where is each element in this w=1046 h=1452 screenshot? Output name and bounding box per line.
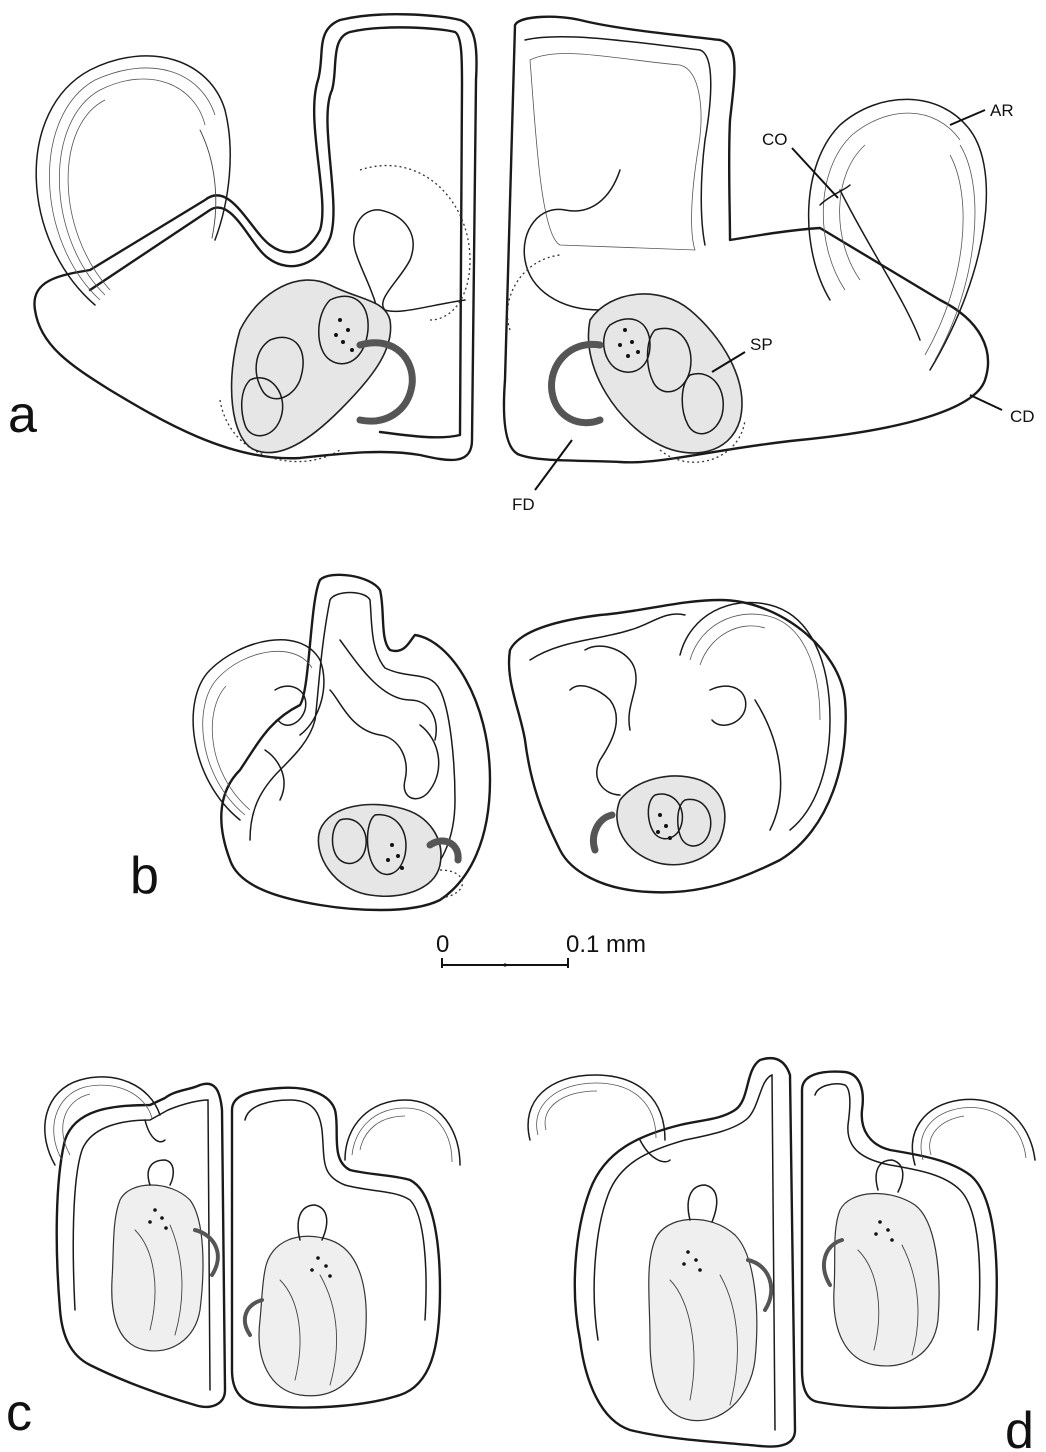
panel-label-d: d bbox=[1005, 1402, 1034, 1452]
scale-start-label: 0 bbox=[436, 931, 449, 958]
panel-c-right-atrium bbox=[345, 1100, 460, 1165]
panel-a-drawing bbox=[34, 14, 988, 462]
panel-d-drawing bbox=[528, 1058, 1035, 1446]
label-ar: AR bbox=[990, 101, 1014, 120]
leader-cd bbox=[970, 395, 1002, 410]
leader-co bbox=[792, 148, 838, 198]
panel-d-left-spermatheca bbox=[649, 1219, 757, 1420]
scale-bar bbox=[442, 958, 568, 968]
panel-a-right-inner bbox=[525, 37, 711, 245]
label-cd: CD bbox=[1010, 407, 1035, 426]
label-co: CO bbox=[762, 130, 788, 149]
panel-b-left-atrium bbox=[193, 640, 324, 820]
label-fd: FD bbox=[512, 495, 535, 514]
panel-label-c: c bbox=[6, 1384, 32, 1442]
leader-ar bbox=[950, 110, 985, 125]
panel-c-left-spermatheca bbox=[112, 1185, 203, 1351]
panel-c-right-spermatheca bbox=[259, 1236, 366, 1396]
panel-b-drawing bbox=[193, 575, 846, 910]
panel-a-left-atrium bbox=[36, 56, 230, 305]
panel-c-drawing bbox=[45, 1077, 460, 1408]
panel-b-right-spermatheca bbox=[617, 776, 725, 865]
panel-d-left-atrium bbox=[528, 1075, 670, 1162]
panel-a-left-dashed-loop bbox=[360, 166, 470, 320]
panel-a-right-spermatheca bbox=[588, 294, 742, 453]
panel-a-right-atrium bbox=[809, 99, 987, 370]
panel-label-b: b bbox=[130, 847, 159, 905]
panel-label-a: a bbox=[8, 386, 37, 444]
panel-d-right-spermatheca bbox=[834, 1194, 939, 1366]
scale-end-label: 0.1 mm bbox=[566, 931, 646, 958]
leader-fd bbox=[535, 440, 572, 490]
panel-a-left-spermatheca bbox=[232, 280, 391, 453]
panel-b-left-spermatheca bbox=[318, 804, 441, 896]
label-sp: SP bbox=[750, 335, 773, 354]
panel-d-right-atrium bbox=[912, 1099, 1035, 1165]
panel-a-right-outline bbox=[504, 17, 988, 463]
